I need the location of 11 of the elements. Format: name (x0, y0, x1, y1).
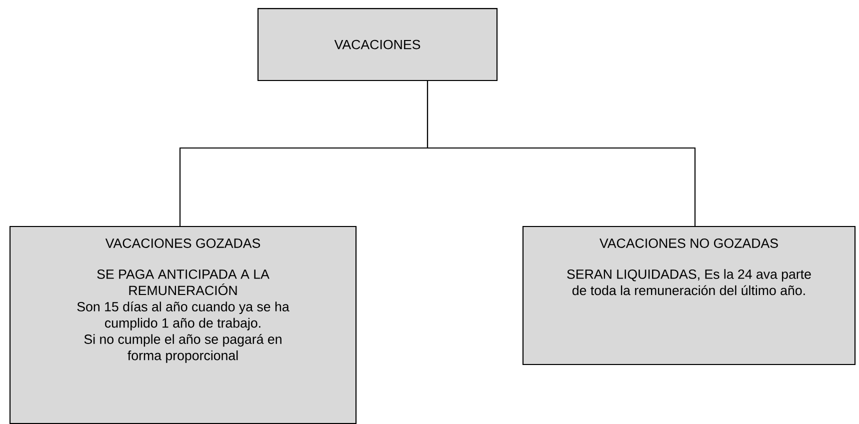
box-text: Si no cumple el año se pagará en forma proporcional (84, 334, 282, 363)
text-box (257, 8, 498, 82)
box-text: SE PAGA ANTICIPADA A LA REMUNERACIÓN (97, 269, 270, 296)
text-box (9, 226, 357, 424)
box-text: VACACIONES GOZADAS (105, 238, 260, 248)
connector-line (426, 81, 696, 226)
text-box (522, 226, 856, 366)
box-text: VACACIONES (334, 40, 420, 50)
box-text: SERAN LIQUIDADAS, Es la 24 ava parte de toda la remuneración del último año. (567, 269, 811, 296)
box-text: VACACIONES NO GOZADAS (600, 238, 778, 248)
box-text: Son 15 días al año cuando ya se ha cumplido 1 año de trabajo. (77, 301, 290, 330)
